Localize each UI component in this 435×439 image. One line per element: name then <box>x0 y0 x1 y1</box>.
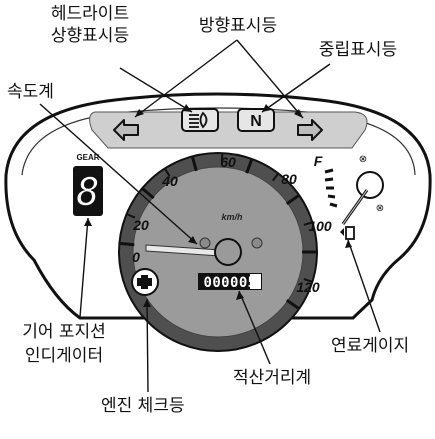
turn-right-indicator <box>297 119 323 141</box>
major-tick <box>191 156 198 172</box>
label-odometer: 적산거리계 <box>232 368 313 388</box>
arrow-left-icon <box>113 119 139 141</box>
major-tick <box>245 159 253 174</box>
fuel-screw-bottom: ⊗ <box>376 203 384 214</box>
dial-lamp-right <box>251 237 263 249</box>
minor-tick <box>272 173 279 182</box>
gear-position-indicator: GEAR 8 <box>73 153 103 216</box>
tick-label-40: 40 <box>161 173 178 189</box>
major-tick <box>285 298 300 310</box>
engine-check-icon <box>137 275 152 289</box>
minor-tick <box>303 221 312 226</box>
leader-turn-left <box>134 39 238 118</box>
fuel-gauge-pivot <box>356 171 384 199</box>
fuel-pump-icon <box>340 226 355 240</box>
leader-engine-check <box>146 298 149 393</box>
speedometer-dial: 0 20 40 60 80 100 120 km/h 000005 <box>118 152 332 352</box>
label-neutral: 중립표시등 <box>310 40 406 60</box>
major-tick <box>120 242 135 247</box>
label-turn-signal: 방향표시등 <box>190 16 286 36</box>
turn-left-indicator <box>113 119 139 141</box>
tick-label-80: 80 <box>281 171 297 187</box>
dial-lamp-left <box>199 237 211 249</box>
tick-label-0: 0 <box>132 249 140 265</box>
minor-tick <box>127 213 136 219</box>
minor-tick <box>164 168 171 177</box>
leader-gear <box>79 217 89 318</box>
arrow-right-icon <box>297 119 323 141</box>
tick-label-60: 60 <box>220 154 236 170</box>
gear-value: 8 <box>77 170 100 214</box>
major-tick <box>141 187 155 200</box>
leader-arrowheads <box>84 104 352 307</box>
leader-odometer <box>238 290 271 365</box>
neutral-indicator: N <box>237 108 275 132</box>
gear-caption: GEAR <box>76 153 99 162</box>
leader-fuel <box>347 239 381 333</box>
label-speedometer: 속도계 <box>6 82 55 102</box>
fuel-scale <box>324 168 338 208</box>
leader-neutral <box>261 63 331 113</box>
fuel-gauge: F ⊗ ⊗ <box>314 153 384 240</box>
label-engine-check: 엔진 체크등 <box>100 396 186 416</box>
leader-lines <box>39 39 381 393</box>
major-tick <box>285 194 300 206</box>
odometer-last-digit-cell <box>250 274 261 289</box>
fuel-screw-top: ⊗ <box>359 154 367 165</box>
needle-hub <box>214 238 242 266</box>
odometer-digits: 000005 <box>204 275 257 291</box>
leader-turn-right <box>236 39 304 119</box>
label-headlight-line2: 상향표시등 <box>42 26 138 46</box>
high-beam-indicator <box>181 108 219 132</box>
indicator-panel <box>89 111 368 149</box>
minor-tick <box>303 278 312 283</box>
engine-check-lamp <box>131 268 159 296</box>
odometer-window <box>198 273 262 290</box>
leader-speedometer <box>39 103 198 245</box>
leader-high-beam <box>119 67 193 113</box>
speed-unit: km/h <box>221 212 243 222</box>
tick-label-100: 100 <box>308 218 332 234</box>
label-headlight-line1: 헤드라이트 <box>42 4 138 24</box>
label-fuel-gauge: 연료게이지 <box>330 336 411 356</box>
label-gear-line2: 인디게이터 <box>8 346 120 366</box>
fuel-full-mark: F <box>314 153 323 169</box>
high-beam-icon <box>189 111 208 129</box>
dial-tick-marks <box>120 154 316 310</box>
tick-label-20: 20 <box>132 217 149 233</box>
neutral-symbol: N <box>250 113 262 130</box>
label-gear-line1: 기어 포지션 <box>8 322 120 342</box>
cluster-inner-rim <box>21 107 416 176</box>
tick-label-120: 120 <box>296 279 320 295</box>
